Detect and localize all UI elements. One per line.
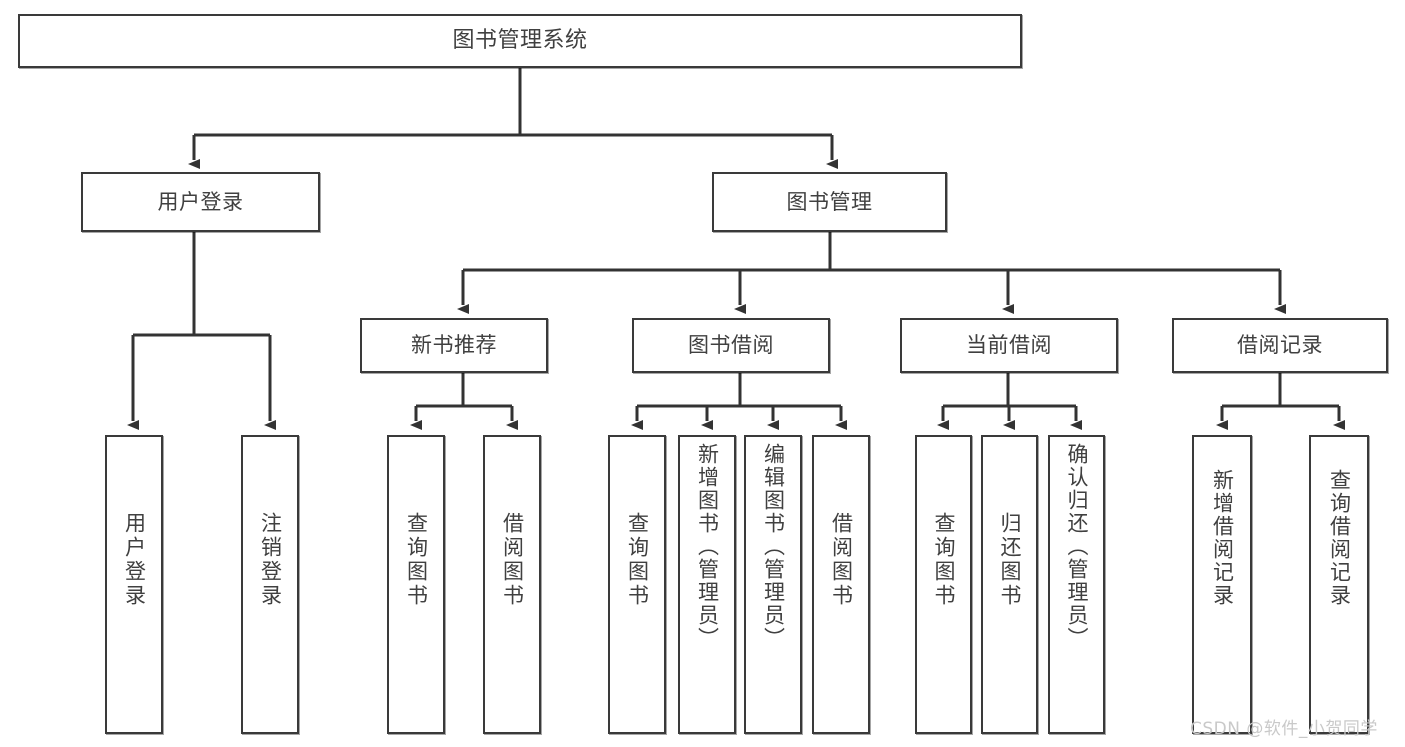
leaf-logout[interactable]: 注销登录	[241, 435, 299, 734]
leaf-borrow-book[interactable]: 借阅图书	[812, 435, 870, 734]
node-label: 用户登录	[157, 189, 244, 214]
leaf-query-book-borrow[interactable]: 查询图书	[608, 435, 666, 734]
node-label: 确认归还（管理员）	[1065, 443, 1089, 650]
leaf-query-borrow-record[interactable]: 查询借阅记录	[1309, 435, 1369, 734]
node-label: 用户登录	[122, 512, 147, 608]
node-user-login[interactable]: 用户登录	[81, 172, 320, 232]
node-label: 新增借阅记录	[1210, 469, 1235, 607]
node-label: 查询图书	[932, 512, 956, 608]
leaf-borrow-book-recommend[interactable]: 借阅图书	[483, 435, 541, 734]
node-label: 新增图书（管理员）	[695, 443, 720, 650]
node-label: 图书管理系统	[452, 28, 588, 54]
node-label: 当前借阅	[966, 333, 1052, 358]
node-current-borrow[interactable]: 当前借阅	[900, 318, 1118, 373]
node-borrow-record[interactable]: 借阅记录	[1172, 318, 1388, 373]
leaf-return-book[interactable]: 归还图书	[981, 435, 1038, 734]
node-label: 归还图书	[998, 512, 1022, 608]
csdn-watermark: CSDN @软件_小贺同学	[1190, 719, 1378, 739]
node-new-book-recommend[interactable]: 新书推荐	[360, 318, 548, 373]
node-label: 查询图书	[625, 512, 650, 608]
node-label: 图书管理	[786, 189, 873, 214]
node-book-management[interactable]: 图书管理	[712, 172, 947, 232]
leaf-add-borrow-record[interactable]: 新增借阅记录	[1192, 435, 1252, 734]
leaf-add-book-admin[interactable]: 新增图书（管理员）	[678, 435, 736, 734]
node-label: 查询图书	[404, 512, 429, 608]
leaf-user-login[interactable]: 用户登录	[105, 435, 163, 734]
node-book-borrow[interactable]: 图书借阅	[632, 318, 830, 373]
leaf-query-book-current[interactable]: 查询图书	[915, 435, 972, 734]
node-label: 图书借阅	[688, 333, 774, 358]
node-label: 注销登录	[258, 512, 283, 608]
node-label: 借阅记录	[1237, 333, 1323, 358]
node-label: 新书推荐	[411, 333, 497, 358]
node-label: 编辑图书（管理员）	[761, 443, 786, 650]
leaf-confirm-return-admin[interactable]: 确认归还（管理员）	[1048, 435, 1105, 734]
leaf-edit-book-admin[interactable]: 编辑图书（管理员）	[744, 435, 802, 734]
node-root-system[interactable]: 图书管理系统	[18, 14, 1022, 68]
leaf-query-book-recommend[interactable]: 查询图书	[387, 435, 445, 734]
node-label: 借阅图书	[829, 512, 854, 608]
node-label: 查询借阅记录	[1327, 469, 1352, 607]
node-label: 借阅图书	[500, 512, 525, 608]
